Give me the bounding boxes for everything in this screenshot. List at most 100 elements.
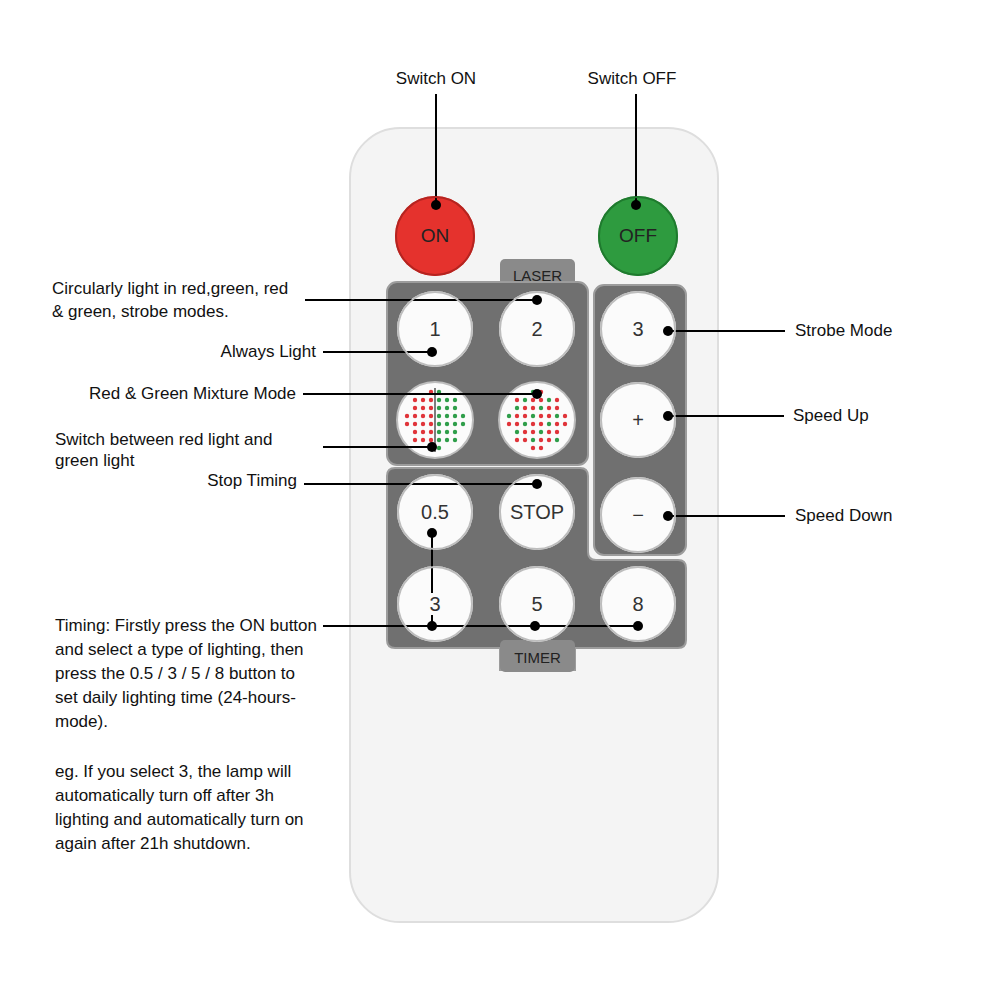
led-dot <box>461 414 465 418</box>
led-dot <box>461 422 465 426</box>
leader-dot <box>427 621 437 631</box>
led-dot <box>445 422 449 426</box>
led-dot <box>413 422 417 426</box>
button-ring <box>601 567 675 641</box>
remote-button: 8 <box>600 566 676 642</box>
remote-button: 3 <box>397 566 473 642</box>
laser-panel <box>387 282 588 465</box>
led-dot <box>555 414 559 418</box>
leader-dot <box>431 200 441 210</box>
button-ring <box>599 197 677 275</box>
led-dot <box>405 422 409 426</box>
led-dot <box>421 414 425 418</box>
button-face <box>397 474 473 550</box>
led-dot <box>523 398 527 402</box>
led-dot <box>453 422 457 426</box>
led-dot <box>555 406 559 410</box>
led-dot <box>547 422 551 426</box>
led-dot <box>453 414 457 418</box>
led-dot <box>539 414 543 418</box>
led-dot <box>429 406 433 410</box>
button-face <box>499 291 575 367</box>
leader-line <box>668 330 785 332</box>
button-ring <box>500 567 574 641</box>
led-dot <box>555 430 559 434</box>
button-face <box>600 382 676 458</box>
remote-button: 5 <box>499 566 575 642</box>
led-dot <box>429 430 433 434</box>
led-dot <box>413 438 417 442</box>
led-dot <box>429 438 433 442</box>
button-label: 1 <box>427 318 442 340</box>
leader-dot <box>532 479 542 489</box>
led-dot <box>429 422 433 426</box>
led-dot <box>515 406 519 410</box>
remote-button: − <box>600 477 676 553</box>
led-dot <box>539 406 543 410</box>
button-face <box>395 196 475 276</box>
led-dot <box>445 438 449 442</box>
leader-dot <box>663 326 673 336</box>
remote-button: 2 <box>499 291 575 367</box>
button-ring <box>601 292 675 366</box>
led-dot <box>413 406 417 410</box>
leader-line <box>304 483 537 485</box>
button-ring <box>500 292 574 366</box>
button-face <box>600 566 676 642</box>
leader-dot <box>427 528 437 538</box>
led-dot <box>515 430 519 434</box>
led-dot <box>421 430 425 434</box>
led-dot <box>563 422 567 426</box>
led-dot <box>507 414 511 418</box>
leader-dot <box>532 295 542 305</box>
button-ring <box>601 478 675 552</box>
button-ring <box>500 475 574 549</box>
led-dot <box>531 446 535 450</box>
leader-dot <box>427 347 437 357</box>
led-dot <box>523 430 527 434</box>
led-dot <box>445 398 449 402</box>
button-label: STOP <box>508 501 566 523</box>
leader-line <box>323 625 638 627</box>
led-dot <box>531 398 535 402</box>
led-dot <box>515 438 519 442</box>
led-dot <box>453 406 457 410</box>
leader-line <box>305 299 537 301</box>
led-dot <box>507 422 511 426</box>
callout-text: Switch OFF <box>532 68 732 90</box>
panel-title: LASER <box>500 265 575 287</box>
button-ring <box>398 475 472 549</box>
button-ring <box>396 197 474 275</box>
leader-line <box>668 515 785 517</box>
led-dot <box>539 438 543 442</box>
led-dot <box>531 422 535 426</box>
button-ring <box>398 292 472 366</box>
remote-button: ON <box>395 196 475 276</box>
divider-line <box>434 388 436 452</box>
remote-body <box>350 128 718 922</box>
led-dot <box>437 446 441 450</box>
remote-button: STOP <box>499 474 575 550</box>
button-label: 8 <box>630 593 645 615</box>
led-dot <box>413 414 417 418</box>
button-label: 5 <box>529 593 544 615</box>
led-dot <box>515 422 519 426</box>
speed-panel <box>594 285 686 555</box>
button-ring <box>601 383 675 457</box>
led-dot <box>555 438 559 442</box>
leader-line <box>635 94 637 205</box>
callout-text: Red & Green Mixture Mode <box>89 383 296 405</box>
remote-button: OFF <box>598 196 678 276</box>
led-dot <box>453 430 457 434</box>
button-label: 0.5 <box>419 501 451 523</box>
led-dot <box>539 430 543 434</box>
led-dot <box>405 414 409 418</box>
timer-tab <box>500 640 575 672</box>
button-face <box>600 291 676 367</box>
leader-dot <box>633 621 643 631</box>
remote-button: 3 <box>600 291 676 367</box>
led-dot <box>429 414 433 418</box>
led-dot <box>413 430 417 434</box>
button-face <box>598 196 678 276</box>
led-dot <box>531 414 535 418</box>
